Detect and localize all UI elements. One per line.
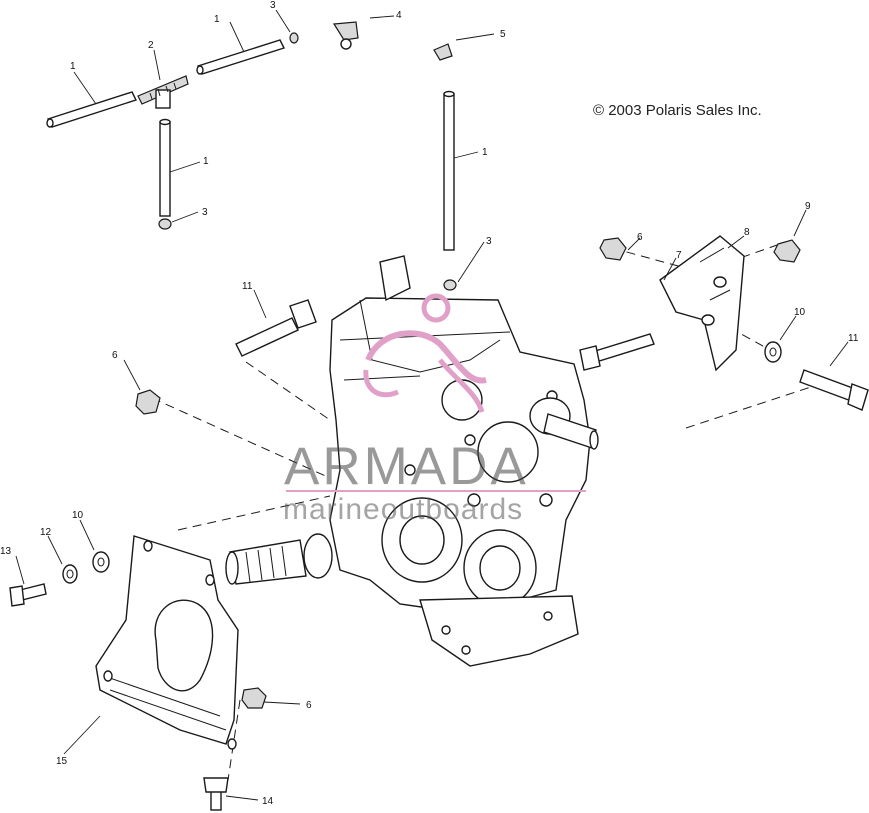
vent-hose-left: [46, 91, 137, 128]
callout-3: 3: [202, 207, 208, 218]
callout-11: 11: [848, 333, 859, 344]
hose-clamp-small: [158, 32, 457, 291]
callout-1: 1: [203, 156, 209, 167]
watermark-brand: ARMADA: [284, 437, 529, 496]
watermark-logo: [363, 293, 487, 413]
bolt-right: [799, 369, 869, 411]
vent-hose-vertical: [159, 118, 171, 217]
output-shaft-rear: [529, 397, 599, 450]
callout-7: 7: [676, 250, 682, 261]
nut-lower: [241, 687, 267, 709]
callout-5: 5: [500, 29, 506, 40]
callout-1: 1: [482, 147, 488, 158]
nut-left: [135, 389, 161, 415]
vent-hose-long: [443, 90, 455, 251]
copyright-notice: © 2003 Polaris Sales Inc.: [593, 102, 762, 119]
washers: [62, 341, 782, 584]
nut-upper: [599, 237, 627, 261]
callout-1: 1: [214, 14, 220, 25]
callout-10: 10: [72, 510, 84, 521]
callout-6: 6: [112, 350, 118, 361]
callout-8: 8: [744, 227, 750, 238]
vent-hose-top: [196, 39, 285, 75]
output-shaft-front: [225, 533, 333, 585]
bolt-mount-front: [579, 333, 655, 371]
callout-14: 14: [262, 796, 274, 807]
callout-1: 1: [70, 61, 76, 72]
callout-10: 10: [794, 307, 806, 318]
callout-3: 3: [486, 236, 492, 247]
callout-4: 4: [396, 10, 402, 21]
callout-9: 9: [805, 201, 811, 212]
callout-11: 11: [242, 281, 253, 292]
callout-12: 12: [40, 527, 52, 538]
bolt-bracket: [9, 583, 47, 607]
callout-6: 6: [306, 700, 312, 711]
watermark-tagline: marineoutboards: [283, 493, 524, 526]
mounting-bracket-front: [95, 535, 239, 750]
callout-2: 2: [148, 40, 154, 51]
callout-3: 3: [270, 0, 276, 11]
nut-9: [773, 239, 801, 263]
leader-lines: [15, 9, 849, 801]
bolt-bottom: [203, 777, 229, 811]
hose-clip: [332, 21, 453, 61]
callout-6: 6: [637, 232, 643, 243]
transmission-housing: [329, 255, 591, 667]
callout-13: 13: [0, 546, 12, 557]
tee-fitting: [137, 75, 189, 109]
mounting-bracket-rear: [659, 235, 745, 372]
callout-15: 15: [56, 756, 68, 767]
bolt-upper-left: [235, 299, 317, 357]
